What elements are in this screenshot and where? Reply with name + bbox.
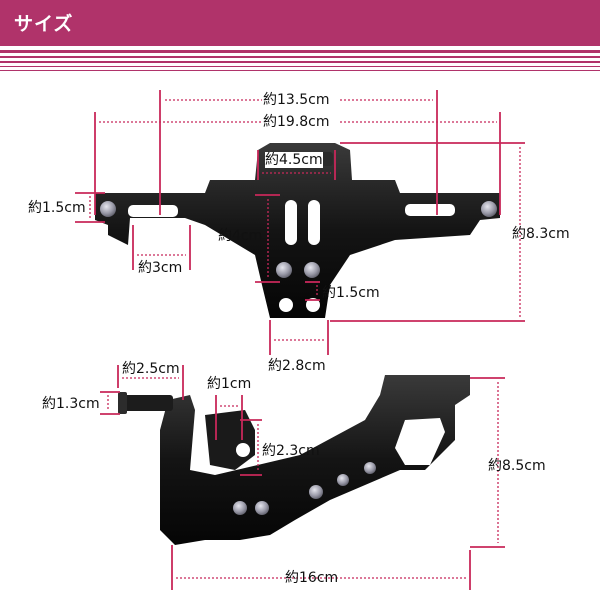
- side-bracket: [118, 375, 470, 545]
- header-stripe: [0, 66, 600, 67]
- section-header: サイズ: [0, 0, 600, 46]
- right-slot: [405, 204, 455, 216]
- dimension-lines: [75, 90, 525, 590]
- dim-side-hole-width: 約1cm: [207, 376, 252, 392]
- side-bolt-3: [309, 485, 323, 499]
- dim-side-bolt-diameter: 約1.3cm: [42, 396, 100, 412]
- header-stripe: [0, 50, 600, 53]
- dim-top-center-width: 約4.5cm: [265, 152, 323, 168]
- bolt-left: [100, 201, 116, 217]
- side-bolt: [118, 395, 173, 411]
- side-bolt-5: [364, 462, 376, 474]
- side-hole: [236, 443, 250, 457]
- dim-side-hole-height: 約2.3cm: [262, 443, 320, 459]
- side-hole-plate: [205, 410, 255, 470]
- section-title: サイズ: [14, 13, 74, 35]
- dim-top-width-outer: 約19.8cm: [263, 114, 330, 130]
- header-stripe: [0, 61, 600, 63]
- bottom-hole-right: [306, 298, 320, 312]
- center-slot-right: [308, 200, 320, 245]
- dim-side-bolt-length: 約2.5cm: [122, 361, 180, 377]
- header-stripe: [0, 56, 600, 58]
- dim-side-total-length: 約16cm: [285, 570, 339, 586]
- bottom-hole-left: [279, 298, 293, 312]
- side-bolt-head: [118, 392, 127, 414]
- bolt-center-left: [276, 262, 292, 278]
- dim-top-side-height: 約1.5cm: [28, 200, 86, 216]
- side-cutout: [395, 418, 445, 465]
- center-slot-left: [285, 200, 297, 245]
- side-bolt-4: [337, 474, 349, 486]
- dim-top-slot-width: 約3cm: [138, 260, 183, 276]
- bolt-right: [481, 201, 497, 217]
- bolt-center-right: [304, 262, 320, 278]
- dim-top-bottom-width: 約2.8cm: [268, 358, 326, 374]
- dim-side-total-height: 約8.5cm: [488, 458, 546, 474]
- header-stripe: [0, 70, 600, 71]
- left-slot: [128, 205, 178, 217]
- dim-top-width-inner: 約13.5cm: [263, 92, 330, 108]
- side-bolt-1: [233, 501, 247, 515]
- top-bracket: [95, 143, 500, 318]
- dim-top-mid-height: 約4cm: [218, 228, 263, 244]
- dim-top-total-height: 約8.3cm: [512, 226, 570, 242]
- side-bolt-2: [255, 501, 269, 515]
- dim-top-bottom-hole: 約1.5cm: [322, 285, 380, 301]
